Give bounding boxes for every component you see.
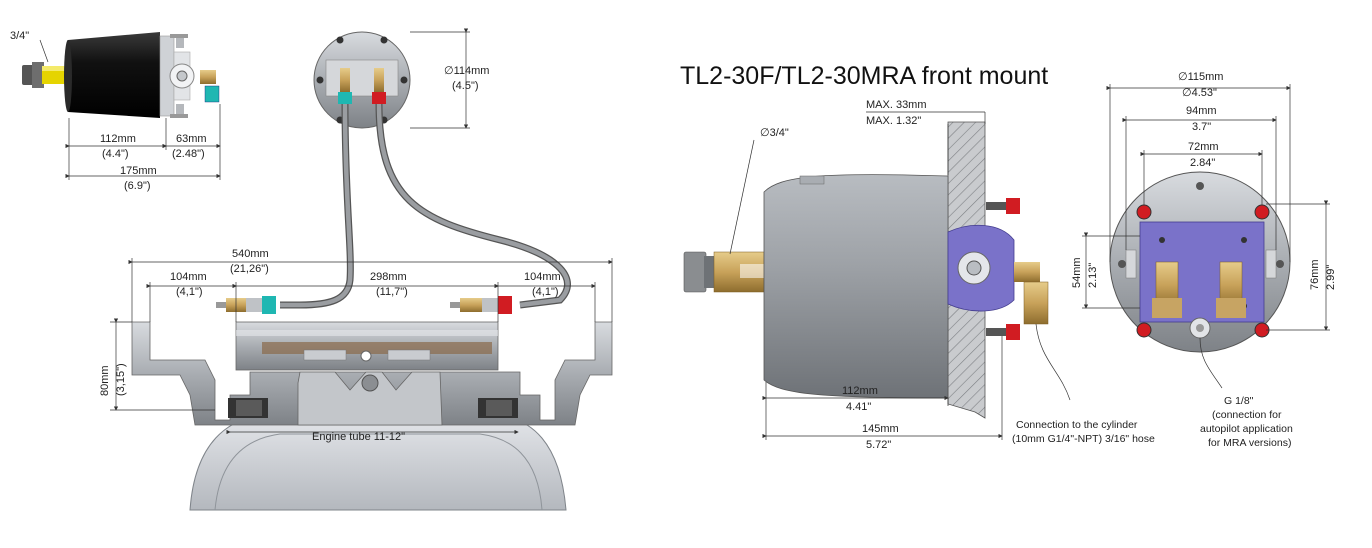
front-mount-side-drawing <box>683 111 1071 440</box>
face-width-2: 72mm <box>1188 141 1219 153</box>
autopilot-note-4: for MRA versions) <box>1208 437 1291 449</box>
top-pump-total-length: 175mm <box>120 165 157 177</box>
cyl-overall-in: (21,26") <box>230 263 269 275</box>
cyl-height: 80mm <box>99 365 111 396</box>
autopilot-note-3: autopilot application <box>1200 423 1293 435</box>
face-height-2: 76mm <box>1309 259 1321 290</box>
face-width-1-in: 3.7" <box>1192 121 1211 133</box>
cyl-height-in: (3,15") <box>115 363 127 396</box>
face-height-2-in: 2.99" <box>1325 265 1337 290</box>
front-mount-face-drawing <box>1082 84 1330 389</box>
front-max-panel-in: MAX. 1.32" <box>866 115 921 127</box>
face-width-2-in: 2.84" <box>1190 157 1215 169</box>
top-pump-total-length-in: (6.9") <box>124 180 151 192</box>
top-left-pump-drawing <box>22 32 221 180</box>
cyl-middle-in: (11,7") <box>376 286 408 298</box>
engine-tube-label: Engine tube 11-12" <box>312 431 405 443</box>
cyl-left-offset-in: (4,1") <box>176 286 203 298</box>
front-max-panel: MAX. 33mm <box>866 99 927 111</box>
hoses <box>280 103 571 309</box>
cyl-right-offset-in: (4,1") <box>532 286 559 298</box>
face-outer-diameter: ∅115mm <box>1178 71 1223 83</box>
cyl-overall: 540mm <box>232 248 269 260</box>
rear-diameter-in: (4.5") <box>452 80 479 92</box>
autopilot-note-2: (connection for <box>1212 409 1282 421</box>
cyl-left-offset: 104mm <box>170 271 207 283</box>
cyl-middle: 298mm <box>370 271 407 283</box>
front-total-length: 145mm <box>862 423 899 435</box>
rear-diameter: ∅114mm <box>444 65 489 77</box>
front-body-length-in: 4.41" <box>846 401 871 413</box>
top-pump-body-length-in: (4.4") <box>102 148 129 160</box>
cyl-right-offset: 104mm <box>524 271 561 283</box>
connection-note-2: (10mm G1/4"-NPT) 3/16" hose <box>1012 433 1155 445</box>
drawing-title: TL2-30F/TL2-30MRA front mount <box>680 62 1048 90</box>
front-total-length-in: 5.72" <box>866 439 891 451</box>
face-width-1: 94mm <box>1186 105 1217 117</box>
connection-note-1: Connection to the cylinder <box>1016 419 1138 431</box>
rear-view-drawing <box>313 28 470 129</box>
top-pump-body-length: 112mm <box>100 133 136 145</box>
front-shaft-label: ∅3/4" <box>760 127 789 139</box>
face-outer-diameter-in: ∅4.53" <box>1182 87 1217 99</box>
face-height-1: 54mm <box>1071 257 1083 288</box>
top-pump-shaft-label: 3/4" <box>10 30 29 42</box>
top-pump-rear-length-in: (2.48") <box>172 148 205 160</box>
cylinder-drawing <box>110 258 613 511</box>
top-pump-rear-length: 63mm <box>176 133 207 145</box>
face-height-1-in: 2.13" <box>1087 263 1099 288</box>
autopilot-note-1: G 1/8" <box>1224 395 1254 407</box>
front-body-length: 112mm <box>842 385 878 397</box>
